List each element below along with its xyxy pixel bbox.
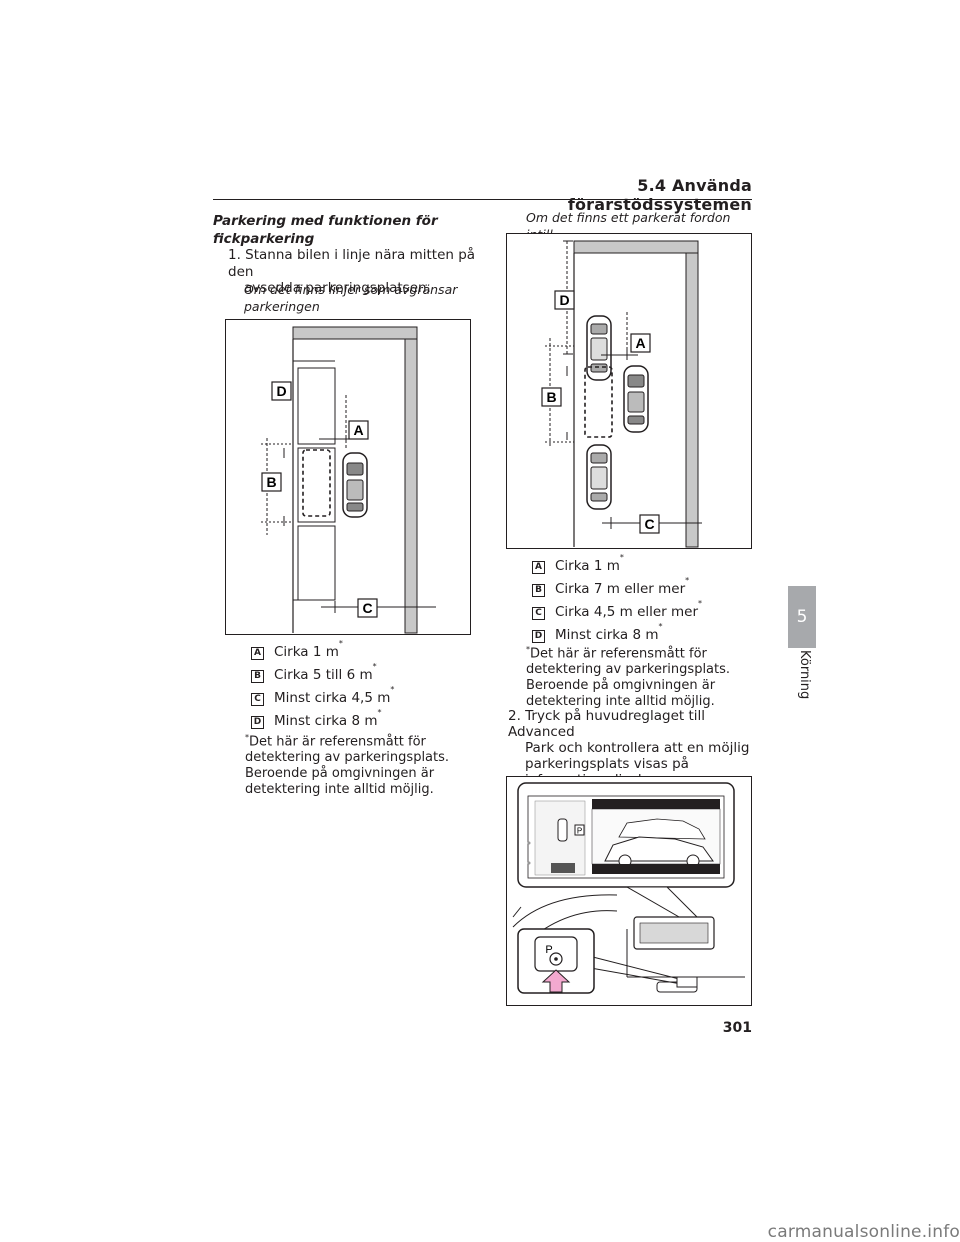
footnote-mark: * (245, 733, 249, 742)
step-1-line: avsedda parkeringsplatsen. (244, 280, 431, 296)
parking-slot (297, 367, 336, 445)
chapter-tab: 5 (788, 586, 816, 648)
label-b: B (541, 387, 562, 407)
far-wall (573, 240, 699, 254)
svg-text:P: P (545, 944, 552, 956)
step-1-line: 1. Stanna bilen i linje nära mitten på d… (228, 247, 476, 280)
car-icon (342, 452, 368, 518)
own-car-icon (557, 818, 568, 842)
svg-text:A: A (635, 335, 645, 351)
parking-slot (297, 447, 336, 523)
far-wall (292, 326, 418, 340)
svg-text:C: C (362, 600, 372, 616)
header-rule (213, 199, 752, 200)
side-wall (404, 338, 418, 634)
heading-line: fickparkering (213, 231, 315, 247)
footnote-line: Beroende på omgivningen är (245, 766, 435, 782)
section-heading: Parkering med funktionen för fickparkeri… (213, 212, 483, 248)
step-2-line: parkeringsplats visas på (525, 756, 689, 772)
advanced-park-illustration: P P (506, 776, 752, 1006)
section-header: 5.4 Använda förarstödssystemen (567, 176, 752, 214)
parking-lines-diagram: D A B C (225, 319, 471, 635)
step-2-line: Park och kontrollera att en möjlig (525, 740, 750, 756)
footnote-mark: * (526, 645, 530, 654)
legend-text: Cirka 5 till 6 m (274, 667, 373, 683)
press-arrow-icon (541, 969, 571, 993)
steering-wheel-outline (512, 894, 618, 928)
label-c: C (357, 598, 378, 618)
legend-key: C (251, 693, 264, 706)
watermark: carmanualsonline.info (767, 1222, 960, 1242)
label-b: B (261, 472, 282, 492)
svg-text:B: B (266, 474, 276, 490)
step-1: 1. Stanna bilen i linje nära mitten på d… (228, 247, 478, 297)
svg-text:P: P (577, 827, 582, 836)
legend-key: B (532, 584, 545, 597)
legend-text: Cirka 4,5 m eller mer (555, 604, 699, 620)
heading-line: Parkering med funktionen för (213, 213, 438, 229)
side-wall (685, 252, 699, 548)
legend-key: B (251, 670, 264, 683)
footnote-right: *Det här är referensmått för detektering… (526, 642, 752, 710)
footnote-line: detektering av parkeringsplats. (245, 750, 450, 766)
label-d: D (554, 290, 575, 310)
main-switch (676, 976, 698, 988)
legend-key: A (251, 647, 264, 660)
parked-vehicle-diagram: D A B C (506, 233, 752, 549)
page-number: 301 (722, 1020, 752, 1036)
legend-text: Cirka 7 m eller mer (555, 581, 686, 597)
parked-car-icon (586, 315, 612, 381)
svg-text:A: A (353, 422, 363, 438)
footnote-line: Det här är referensmått för (249, 734, 426, 750)
legend-text: Minst cirka 4,5 m (274, 690, 391, 706)
footnote-line: Det här är referensmått för (530, 646, 707, 662)
parked-vehicle-icon (604, 836, 714, 862)
legend-text: Minst cirka 8 m (555, 627, 659, 643)
footnote-line: detektering av parkeringsplats. (526, 662, 731, 678)
svg-text:D: D (276, 383, 286, 399)
figure-caption-left: Om det finns linjer som avgränsar parker… (244, 282, 474, 315)
footnote-line: Beroende på omgivningen är (526, 678, 716, 694)
legend-key: D (251, 716, 264, 729)
parked-vehicle-icon (618, 818, 706, 840)
chapter-label-text: Körning (797, 650, 812, 700)
legend-text: Cirka 1 m (274, 644, 339, 660)
svg-text:D: D (559, 292, 569, 308)
label-d: D (271, 381, 292, 401)
target-slot (584, 366, 613, 438)
car-icon (623, 365, 649, 433)
footnote-line: detektering inte alltid möjlig. (245, 782, 434, 798)
p-marker-icon (574, 824, 585, 836)
caption-line: parkeringen (244, 298, 320, 314)
svg-text:B: B (546, 389, 556, 405)
legend-key: C (532, 607, 545, 620)
footnote-line: detektering inte alltid möjlig. (526, 694, 715, 710)
svg-text:C: C (644, 516, 654, 532)
legend-text: Cirka 1 m (555, 558, 620, 574)
legend-key: D (532, 630, 545, 643)
screen-button (551, 863, 575, 873)
target-slot (302, 449, 331, 517)
caption-line: Om det finns linjer som avgränsar (244, 282, 458, 297)
step-2-line: 2. Tryck på huvudreglaget till Advanced (508, 708, 706, 740)
legend-text: Minst cirka 8 m (274, 713, 378, 729)
footnote-left: *Det här är referensmått för detektering… (245, 730, 475, 798)
parked-car-icon (586, 444, 612, 510)
parking-slot (297, 525, 336, 601)
legend-key: A (532, 561, 545, 574)
chapter-label: Körning (788, 650, 816, 750)
label-c: C (639, 514, 660, 534)
label-a: A (348, 420, 369, 440)
label-a: A (630, 333, 651, 353)
